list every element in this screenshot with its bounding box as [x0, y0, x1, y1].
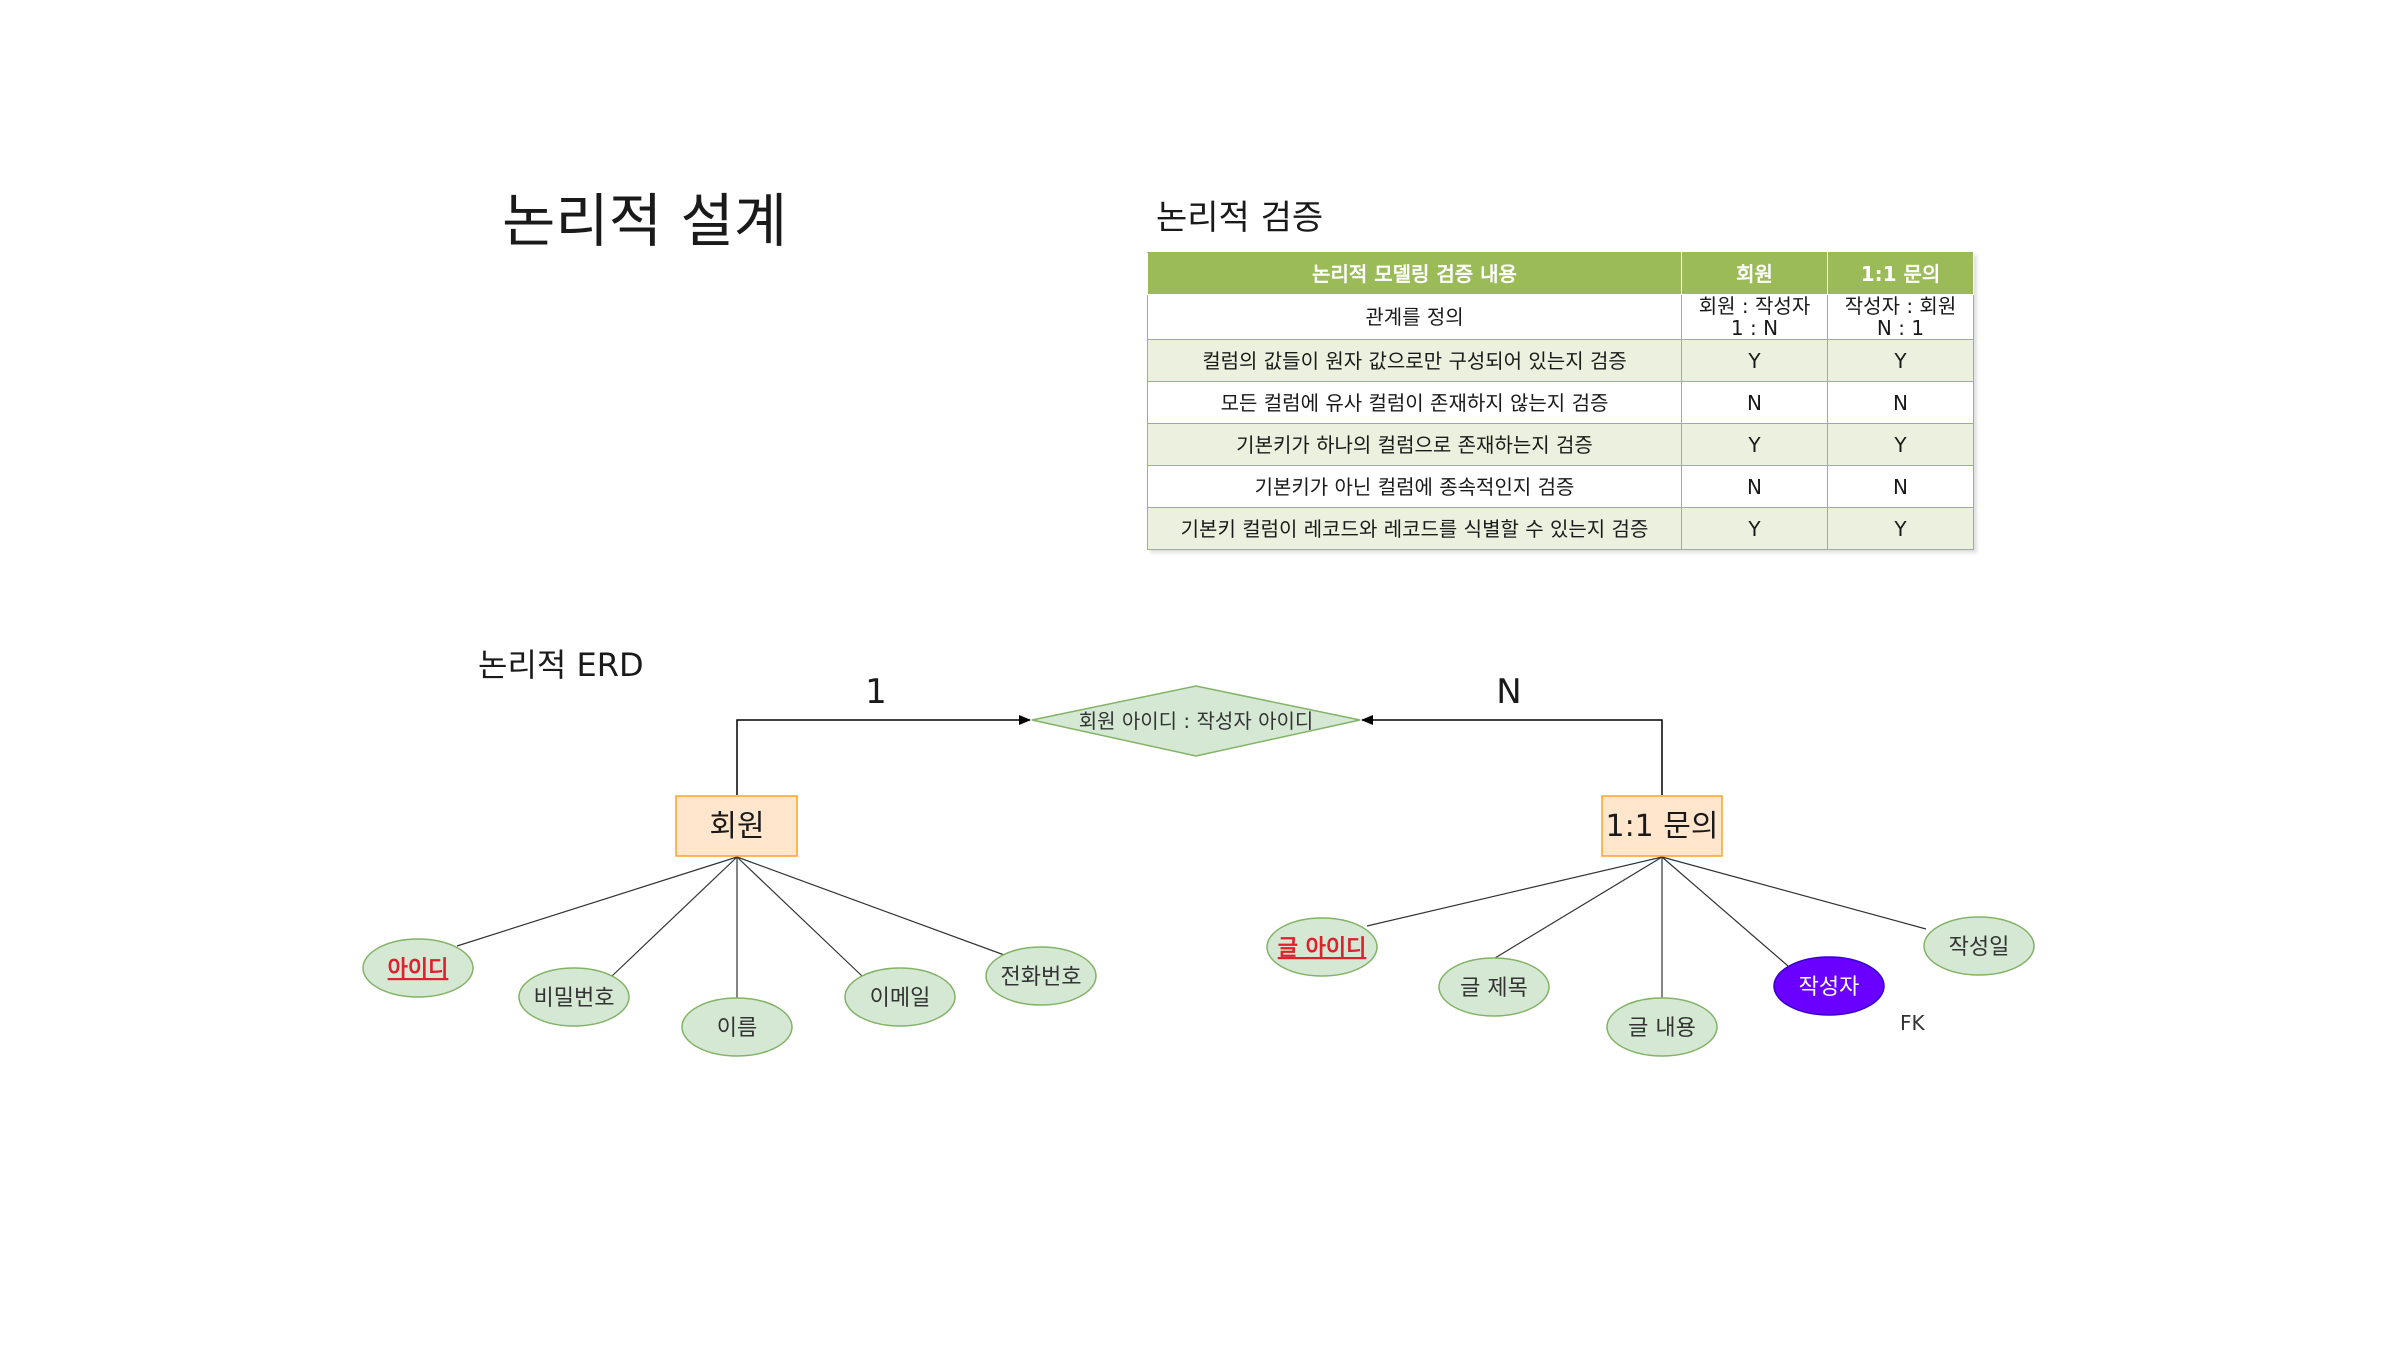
- inquiry-spokes: [1366, 856, 1927, 998]
- row-content: 관계를 정의: [1147, 294, 1682, 340]
- table-header-row: 논리적 모델링 검증 내용 회원 1:1 문의: [1147, 252, 1974, 295]
- spoke: [1661, 856, 1927, 930]
- verify-title: 논리적 검증: [1156, 198, 1324, 238]
- row-member: Y: [1681, 423, 1828, 466]
- attribute-ellipse: [1438, 957, 1550, 1017]
- primary-key-label: 아이디: [388, 957, 449, 982]
- fk-label: FK: [1900, 1011, 1926, 1035]
- entity-member: 회원: [675, 795, 798, 857]
- attribute-member-email: 이메일: [844, 967, 956, 1027]
- relation-line: 작성자 : 회원: [1844, 294, 1957, 318]
- page-title: 논리적 설계: [502, 187, 788, 255]
- cardinality-many: N: [1496, 672, 1521, 712]
- relation-ratio: N : 1: [1876, 316, 1925, 340]
- row-content: 기본키가 아닌 컬럼에 종속적인지 검증: [1147, 465, 1682, 508]
- erd-title: 논리적 ERD: [478, 646, 644, 684]
- attribute-label: 글 내용: [1628, 1016, 1696, 1041]
- row-content: 기본키 컬럼이 레코드와 레코드를 식별할 수 있는지 검증: [1147, 507, 1682, 550]
- attribute-ellipse: [362, 938, 474, 998]
- attribute-member-id: 아이디: [362, 938, 474, 998]
- attribute-ellipse: [518, 967, 630, 1027]
- header-content: 논리적 모델링 검증 내용: [1147, 252, 1682, 295]
- table-row: 기본키가 하나의 컬럼으로 존재하는지 검증 Y Y: [1147, 423, 1974, 466]
- relationship-diamond: 회원 아이디 : 작성자 아이디: [1031, 685, 1361, 757]
- attribute-ellipse: [681, 997, 793, 1057]
- entity-inquiry: 1:1 문의: [1601, 795, 1723, 857]
- attribute-ellipse: [844, 967, 956, 1027]
- spoke: [1661, 856, 1789, 967]
- entity-name: 1:1 문의: [1605, 809, 1718, 844]
- relation-connector-inquiry: [1361, 715, 1663, 795]
- relationship-shape: [1031, 685, 1361, 757]
- relation-connector-member: [736, 715, 1031, 795]
- row-inquiry: N: [1827, 381, 1974, 424]
- header-member: 회원: [1681, 252, 1828, 295]
- attribute-label: 이름: [717, 1016, 757, 1041]
- attribute-ellipse: [1266, 917, 1378, 977]
- row-member: Y: [1681, 507, 1828, 550]
- spoke: [736, 856, 863, 977]
- spoke: [1366, 856, 1663, 927]
- table-row: 기본키 컬럼이 레코드와 레코드를 식별할 수 있는지 검증 Y Y: [1147, 507, 1974, 550]
- attribute-inquiry-content: 글 내용: [1606, 997, 1718, 1057]
- attribute-member-phone: 전화번호: [985, 946, 1097, 1006]
- row-content: 컬럼의 값들이 원자 값으로만 구성되어 있는지 검증: [1147, 339, 1682, 382]
- table-row: 기본키가 아닌 컬럼에 종속적인지 검증 N N: [1147, 465, 1974, 508]
- attribute-ellipse: [1606, 997, 1718, 1057]
- row-content: 모든 컬럼에 유사 컬럼이 존재하지 않는지 검증: [1147, 381, 1682, 424]
- spoke: [1494, 856, 1663, 959]
- attribute-label: 글 제목: [1460, 976, 1528, 1001]
- row-member: N: [1681, 465, 1828, 508]
- attribute-label: 이메일: [870, 986, 931, 1011]
- relationship-label: 회원 아이디 : 작성자 아이디: [1079, 709, 1314, 733]
- spoke: [611, 856, 738, 977]
- attribute-member-name: 이름: [681, 997, 793, 1057]
- row-content: 기본키가 하나의 컬럼으로 존재하는지 검증: [1147, 423, 1682, 466]
- attribute-member-password: 비밀번호: [518, 967, 630, 1027]
- foreign-key-ellipse: [1773, 956, 1885, 1016]
- attribute-inquiry-post-id: 글 아이디: [1266, 917, 1378, 977]
- entity-box: [1601, 795, 1723, 857]
- attribute-label: 작성일: [1949, 935, 2010, 960]
- relation-ratio: 1 : N: [1730, 316, 1779, 340]
- row-inquiry: Y: [1827, 339, 1974, 382]
- spoke: [456, 856, 738, 947]
- attribute-inquiry-writer: 작성자: [1773, 956, 1885, 1016]
- relation-line: 회원 : 작성자: [1698, 294, 1811, 318]
- table-row: 컬럼의 값들이 원자 값으로만 구성되어 있는지 검증 Y Y: [1147, 339, 1974, 382]
- primary-key-label: 글 아이디: [1278, 936, 1367, 961]
- header-inquiry: 1:1 문의: [1827, 252, 1974, 295]
- attribute-inquiry-date: 작성일: [1923, 916, 2035, 976]
- member-spokes: [456, 856, 1008, 998]
- attribute-inquiry-title: 글 제목: [1438, 957, 1550, 1017]
- spoke: [736, 856, 1008, 957]
- row-inquiry: Y: [1827, 423, 1974, 466]
- cardinality-one: 1: [865, 672, 887, 712]
- attribute-label: 비밀번호: [534, 986, 615, 1011]
- attribute-ellipse: [1923, 916, 2035, 976]
- attribute-label: 작성자: [1799, 975, 1860, 1000]
- attribute-label: 전화번호: [1001, 965, 1082, 990]
- row-inquiry: N: [1827, 465, 1974, 508]
- attribute-ellipse: [985, 946, 1097, 1006]
- entity-name: 회원: [709, 809, 764, 844]
- entity-box: [675, 795, 798, 857]
- row-inquiry: Y: [1827, 507, 1974, 550]
- row-member: Y: [1681, 339, 1828, 382]
